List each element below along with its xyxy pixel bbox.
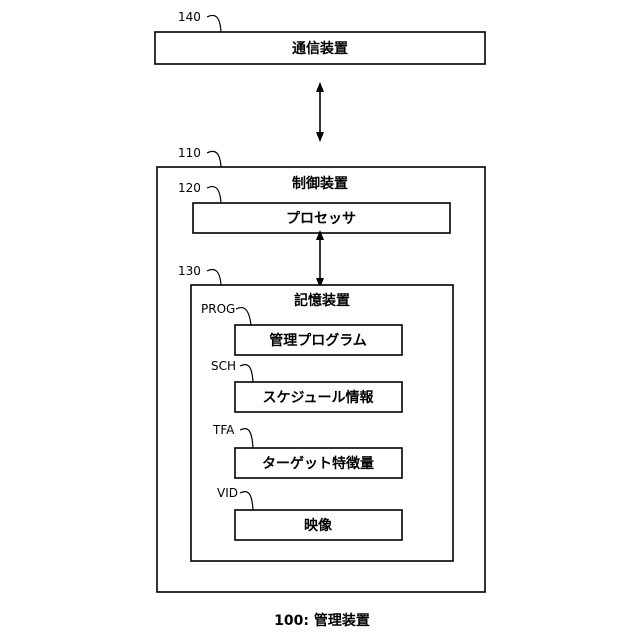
storage-device-ref: 130 <box>178 264 201 278</box>
communication-device: 140 通信装置 <box>155 10 485 64</box>
storage-item-label: 管理プログラム <box>269 332 367 349</box>
storage-item-ref: SCH <box>211 359 236 373</box>
storage-item-ref: PROG <box>201 302 235 316</box>
storage-item-ref: TFA <box>212 423 235 437</box>
communication-device-ref: 140 <box>178 10 201 24</box>
storage-item-ref: VID <box>217 486 238 500</box>
communication-device-leader <box>207 15 221 32</box>
control-device-label: 制御装置 <box>292 175 348 192</box>
storage-item-label: ターゲット特徴量 <box>262 455 374 472</box>
processor-label: プロセッサ <box>286 211 356 227</box>
storage-item-label: 映像 <box>304 517 333 534</box>
control-device-ref: 110 <box>178 146 201 160</box>
communication-device-label: 通信装置 <box>292 40 348 57</box>
processor-ref: 120 <box>178 181 201 195</box>
storage-item-label: スケジュール情報 <box>262 389 374 406</box>
control-device-leader <box>207 151 221 167</box>
storage-device-label: 記憶装置 <box>294 292 350 309</box>
figure-caption: 100: 管理装置 <box>274 612 370 629</box>
